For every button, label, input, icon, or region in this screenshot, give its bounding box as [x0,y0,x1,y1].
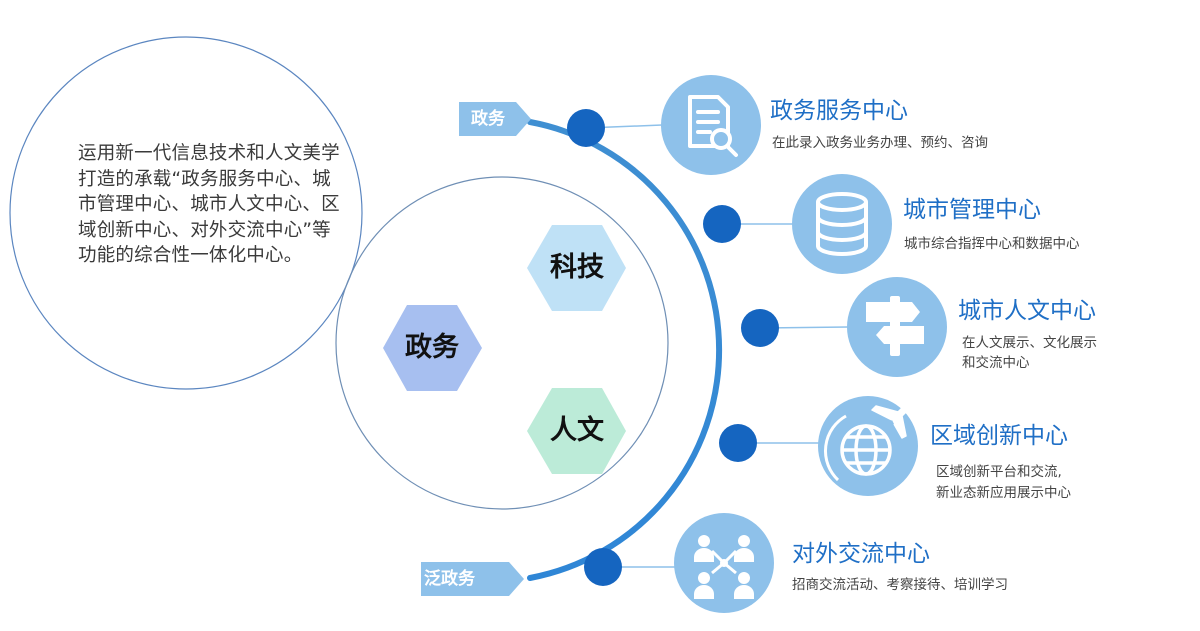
center-subtitle: 招商交流活动、考察接待、培训学习 [792,577,1008,593]
core-circle [335,176,669,510]
center-subtitle: 区域创新平台和交流, [936,464,1062,480]
arc-tag-bottom [421,562,524,596]
center-title-gov-service: 政务服务中心 [770,98,908,124]
center-title-city-humanities: 城市人文中心 [958,298,1096,324]
center-title-regional-innovation: 区域创新中心 [930,423,1068,449]
description-text: 运用新一代信息技术和人文美学打造的承载“政务服务中心、城市管理中心、城市人文中心… [78,143,340,266]
arc-node [741,309,779,347]
hexagon-tech [527,225,626,311]
hexagon-government [383,305,482,391]
database-icon [816,192,868,256]
arc-tag-top-label: 政务 [471,109,505,129]
people-network-icon [694,535,754,599]
description-circle [9,36,363,390]
document-search-icon [688,95,738,157]
main-arc [527,119,723,581]
arc-node [567,109,605,147]
center-subtitle: 在此录入政务业务办理、预约、咨询 [772,135,988,151]
arc-tag-bottom-label: 泛政务 [424,569,475,589]
center-subtitle: 城市综合指挥中心和数据中心 [904,236,1080,252]
signpost-icon [866,296,924,356]
hexagon-government-label: 政务 [405,332,459,363]
hexagon-humanities [527,388,626,474]
center-subtitle: 新业态新应用展示中心 [936,485,1071,501]
arc-node [584,548,622,586]
arc-tag-top [459,102,531,136]
arc-node [703,205,741,243]
center-subtitle: 和交流中心 [962,355,1030,371]
hexagon-humanities-label: 人文 [550,415,604,446]
globe-plane-icon [824,402,912,482]
center-title-city-management: 城市管理中心 [903,197,1041,223]
center-title-external-exchange: 对外交流中心 [792,541,930,567]
hexagon-tech-label: 科技 [550,252,604,283]
icon-circle [661,75,761,175]
arc-node [719,424,757,462]
center-subtitle: 在人文展示、文化展示 [962,335,1097,351]
